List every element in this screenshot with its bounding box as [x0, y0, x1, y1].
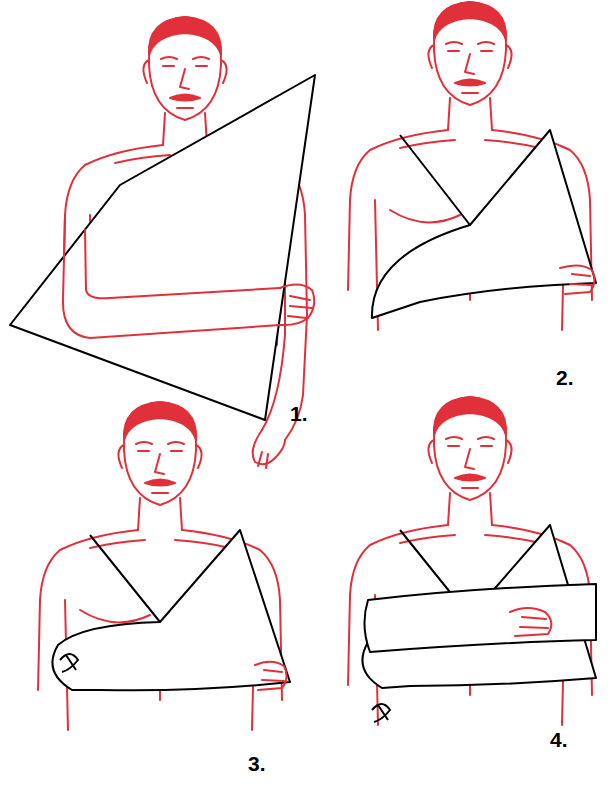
hand: [510, 608, 551, 636]
sling-bandage: [52, 530, 290, 690]
panel-four: [348, 397, 596, 725]
step-number: 3.: [248, 752, 266, 775]
sling-bandage: [372, 130, 596, 318]
step-number: 1.: [290, 402, 308, 425]
panel-one: [10, 17, 315, 468]
bent-forearm: [63, 215, 314, 338]
hand: [255, 662, 287, 690]
triangular-bandage: [10, 75, 315, 420]
sling-bandage: [362, 525, 596, 688]
step-number: 4.: [550, 728, 568, 751]
panel-three: [38, 402, 290, 730]
step-number: 2.: [556, 366, 574, 389]
hand: [560, 265, 595, 294]
sling-knot: [60, 654, 78, 672]
swathe-bandage: [364, 584, 596, 652]
sling-knot: [372, 704, 390, 722]
panel-two: [348, 2, 596, 330]
